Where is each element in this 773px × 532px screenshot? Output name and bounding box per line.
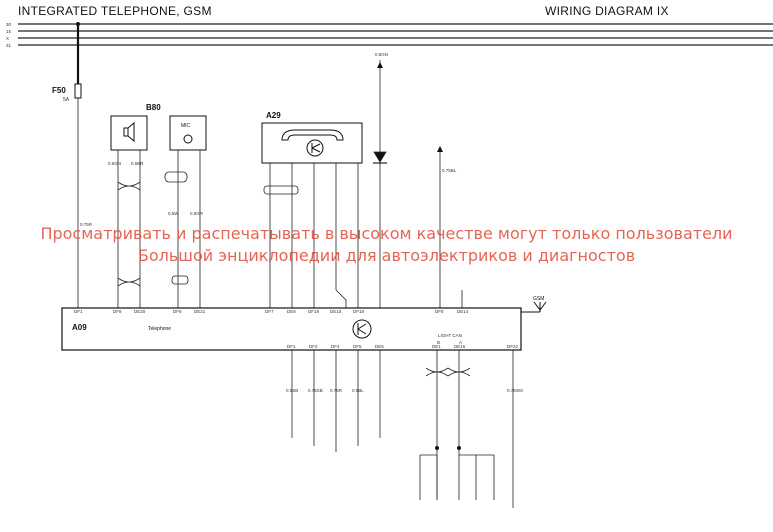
module-b80-name: B80 bbox=[146, 103, 161, 112]
pin-label: DF1 bbox=[287, 344, 296, 349]
watermark-line-1: Просматривать и распечатывать в высоком … bbox=[40, 224, 733, 243]
rail-labels: 30 15 X 31 bbox=[6, 22, 12, 48]
pin-label: DE16 bbox=[454, 344, 466, 349]
antenna-icon bbox=[521, 301, 547, 313]
pin-label: DF7 bbox=[265, 309, 274, 314]
pin-label: DE21 bbox=[194, 309, 206, 314]
pin-label: DF8 bbox=[113, 309, 122, 314]
supply-rails bbox=[18, 23, 773, 46]
control-unit-name: A09 bbox=[72, 323, 87, 332]
rail-label: 31 bbox=[6, 43, 12, 48]
wire-label: 0.75SB bbox=[308, 388, 323, 393]
fuse-rating: 5A bbox=[63, 97, 70, 103]
pin-label: DE1 bbox=[432, 344, 441, 349]
diagram-id: WIRING DIAGRAM IX bbox=[545, 4, 669, 18]
mic-label: MIC bbox=[181, 123, 191, 129]
speaker-icon bbox=[123, 121, 135, 143]
fuse-name: F50 bbox=[52, 86, 66, 95]
pin-label: DE14 bbox=[457, 309, 469, 314]
wire-label: 0.5GR bbox=[190, 211, 204, 216]
wire-label: 0.5W bbox=[168, 211, 179, 216]
pin-label: DE6 bbox=[287, 309, 296, 314]
rail-label: X bbox=[6, 36, 9, 41]
fuse-f50 bbox=[74, 83, 82, 99]
wire-label: 0.75R bbox=[330, 388, 343, 393]
pin-label: DF19 bbox=[308, 309, 320, 314]
antenna-label: GSM bbox=[533, 296, 544, 302]
wire-label: 0.75WS bbox=[507, 388, 523, 393]
pin-label: DF6 bbox=[173, 309, 182, 314]
pin-label: DF2 bbox=[309, 344, 318, 349]
pin-label: DF8 bbox=[435, 309, 444, 314]
pin-label: DE10 bbox=[330, 309, 342, 314]
wire-label: 0.5BR bbox=[131, 161, 144, 166]
handset-icon bbox=[281, 129, 344, 157]
connector-pin: A bbox=[459, 340, 462, 345]
wire-label: 0.5SB bbox=[286, 388, 298, 393]
wire-label: 0.5BL bbox=[352, 388, 364, 393]
rail-label: 30 bbox=[6, 22, 12, 27]
connector-pin: B bbox=[437, 340, 440, 345]
handset-name: A29 bbox=[266, 111, 281, 120]
pin-label: DF22 bbox=[507, 344, 519, 349]
wire-label: 0.75BL bbox=[442, 168, 457, 173]
wire-label: 0.5GN bbox=[108, 161, 121, 166]
control-unit-label: Telephone bbox=[148, 326, 171, 332]
pin-label: DE20 bbox=[134, 309, 146, 314]
connector-label: LIGHT CAN bbox=[438, 333, 462, 338]
pin-label: DF5 bbox=[353, 344, 362, 349]
watermark-line-2: Большой энциклопедии для автоэлектриков … bbox=[137, 246, 636, 265]
pin-label: DF18 bbox=[353, 309, 365, 314]
pin-label: DF4 bbox=[331, 344, 340, 349]
mic-icon bbox=[183, 134, 193, 144]
speaker-box bbox=[110, 115, 148, 151]
diagram-title: INTEGRATED TELEPHONE, GSM bbox=[18, 4, 212, 18]
wire-label: 0.75R bbox=[80, 222, 93, 227]
rail-label: 15 bbox=[6, 29, 12, 34]
pin-label: DE5 bbox=[375, 344, 384, 349]
pin-label: DF1 bbox=[74, 309, 83, 314]
transistor-icon bbox=[352, 319, 372, 339]
wire-label: 0.5GN bbox=[375, 52, 388, 57]
control-unit-a09 bbox=[61, 307, 522, 351]
mic-box bbox=[169, 115, 207, 151]
